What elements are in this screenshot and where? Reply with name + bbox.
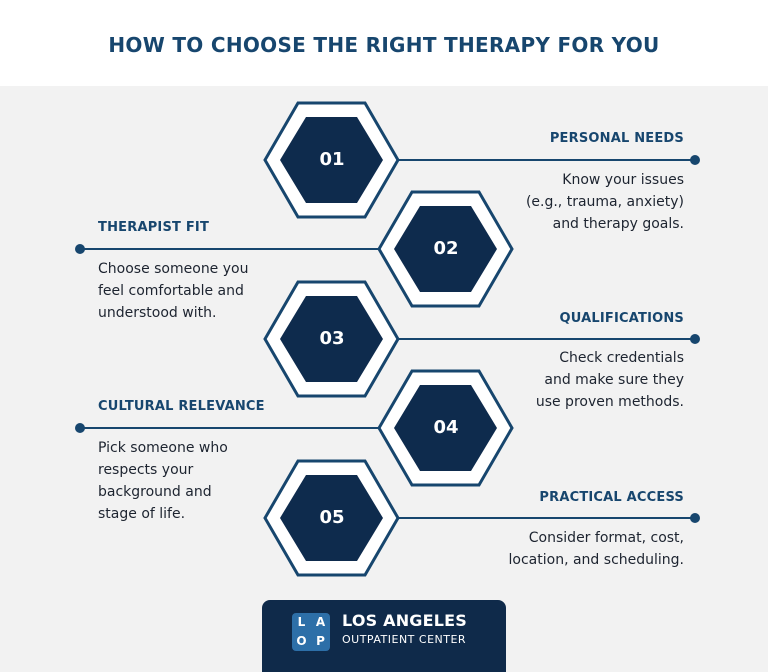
step-heading-cultural-relevance: CULTURAL RELEVANCE bbox=[98, 399, 265, 414]
logo-mark-letter: A bbox=[315, 615, 326, 629]
connector-dot-05 bbox=[690, 513, 700, 523]
hexagon-05 bbox=[263, 459, 400, 577]
logo-mark-letter: L bbox=[297, 615, 306, 629]
description-line: background and bbox=[98, 484, 212, 500]
step-description-personal-needs: Know your issues (e.g., trauma, anxiety)… bbox=[424, 169, 684, 235]
page-title: HOW TO CHOOSE THE RIGHT THERAPY FOR YOU bbox=[108, 33, 660, 57]
hexagon-01 bbox=[263, 101, 400, 219]
step-description-cultural-relevance: Pick someone who respects your backgroun… bbox=[98, 437, 268, 525]
hexagon-04 bbox=[377, 369, 514, 487]
description-line: location, and scheduling. bbox=[508, 552, 684, 568]
connector-dot-01 bbox=[690, 155, 700, 165]
header: HOW TO CHOOSE THE RIGHT THERAPY FOR YOU bbox=[0, 0, 768, 86]
description-line: understood with. bbox=[98, 305, 217, 321]
step-number-01: 01 bbox=[319, 149, 345, 170]
logo-subtitle: OUTPATIENT CENTER bbox=[342, 633, 467, 646]
step-heading-personal-needs: PERSONAL NEEDS bbox=[549, 131, 684, 146]
step-heading-therapist-fit: THERAPIST FIT bbox=[98, 220, 210, 235]
hexagon-stack bbox=[263, 101, 514, 577]
description-line: (e.g., trauma, anxiety) bbox=[525, 194, 684, 210]
description-line: feel comfortable and bbox=[98, 283, 244, 299]
logo-mark-letter: P bbox=[316, 634, 325, 648]
description-line: Check credentials bbox=[559, 350, 684, 366]
hexagon-02 bbox=[377, 190, 514, 308]
description-line: Know your issues bbox=[562, 172, 684, 188]
step-description-practical-access: Consider format, cost, location, and sch… bbox=[424, 527, 684, 571]
description-line: and make sure they bbox=[544, 372, 684, 388]
logo-mark-letter: O bbox=[296, 634, 307, 648]
connector-lines bbox=[75, 155, 700, 523]
step-number-05: 05 bbox=[319, 507, 345, 528]
connector-dot-02 bbox=[75, 244, 85, 254]
description-line: and therapy goals. bbox=[552, 216, 684, 232]
description-line: use proven methods. bbox=[535, 394, 684, 410]
brand-logo: L A O P LOS ANGELES OUTPATIENT CENTER bbox=[262, 600, 506, 672]
step-number-02: 02 bbox=[433, 238, 459, 259]
step-heading-practical-access: PRACTICAL ACCESS bbox=[539, 490, 684, 505]
description-line: Choose someone you bbox=[98, 261, 249, 277]
step-number-03: 03 bbox=[319, 328, 345, 349]
hexagon-03 bbox=[263, 280, 400, 398]
description-line: stage of life. bbox=[98, 506, 186, 522]
description-line: Pick someone who bbox=[98, 440, 228, 456]
description-line: Consider format, cost, bbox=[528, 530, 684, 546]
description-line: respects your bbox=[98, 462, 194, 478]
step-description-therapist-fit: Choose someone you feel comfortable and … bbox=[98, 258, 298, 324]
connector-dot-04 bbox=[75, 423, 85, 433]
step-number-04: 04 bbox=[433, 417, 459, 438]
step-heading-qualifications: QUALIFICATIONS bbox=[559, 311, 684, 326]
step-description-qualifications: Check credentials and make sure they use… bbox=[424, 347, 684, 413]
logo-mark-icon: L A O P bbox=[292, 613, 330, 651]
logo-name: LOS ANGELES bbox=[342, 611, 468, 630]
connector-dot-03 bbox=[690, 334, 700, 344]
